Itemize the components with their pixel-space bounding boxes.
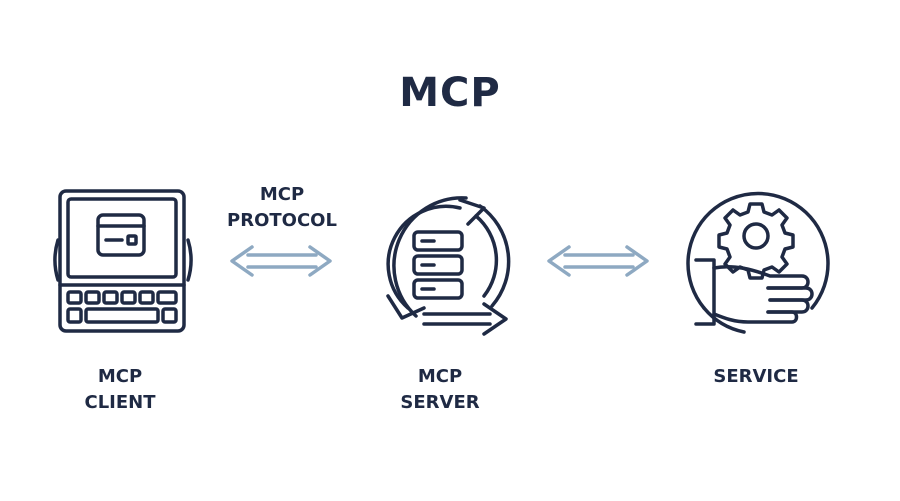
server-label-line2: SERVER [400,392,480,413]
protocol-label-line2: PROTOCOL [227,210,337,231]
protocol-label: MCP PROTOCOL [222,182,342,234]
server-label: MCP SERVER [380,364,500,416]
server-label-line1: MCP [417,366,463,387]
service-label-line1: SERVICE [713,366,799,387]
service-double-arrow-icon [547,245,649,277]
diagram-title: MCP [399,70,501,116]
tablet-keyboard-icon [53,189,193,333]
client-label: MCP CLIENT [60,364,180,416]
client-label-line1: MCP [97,366,143,387]
protocol-double-arrow-icon [230,245,332,277]
service-label: SERVICE [696,364,816,390]
gear-hand-icon [686,191,830,334]
server-cycle-icon [386,196,511,336]
protocol-label-line1: MCP [259,184,305,205]
client-label-line2: CLIENT [84,392,156,413]
